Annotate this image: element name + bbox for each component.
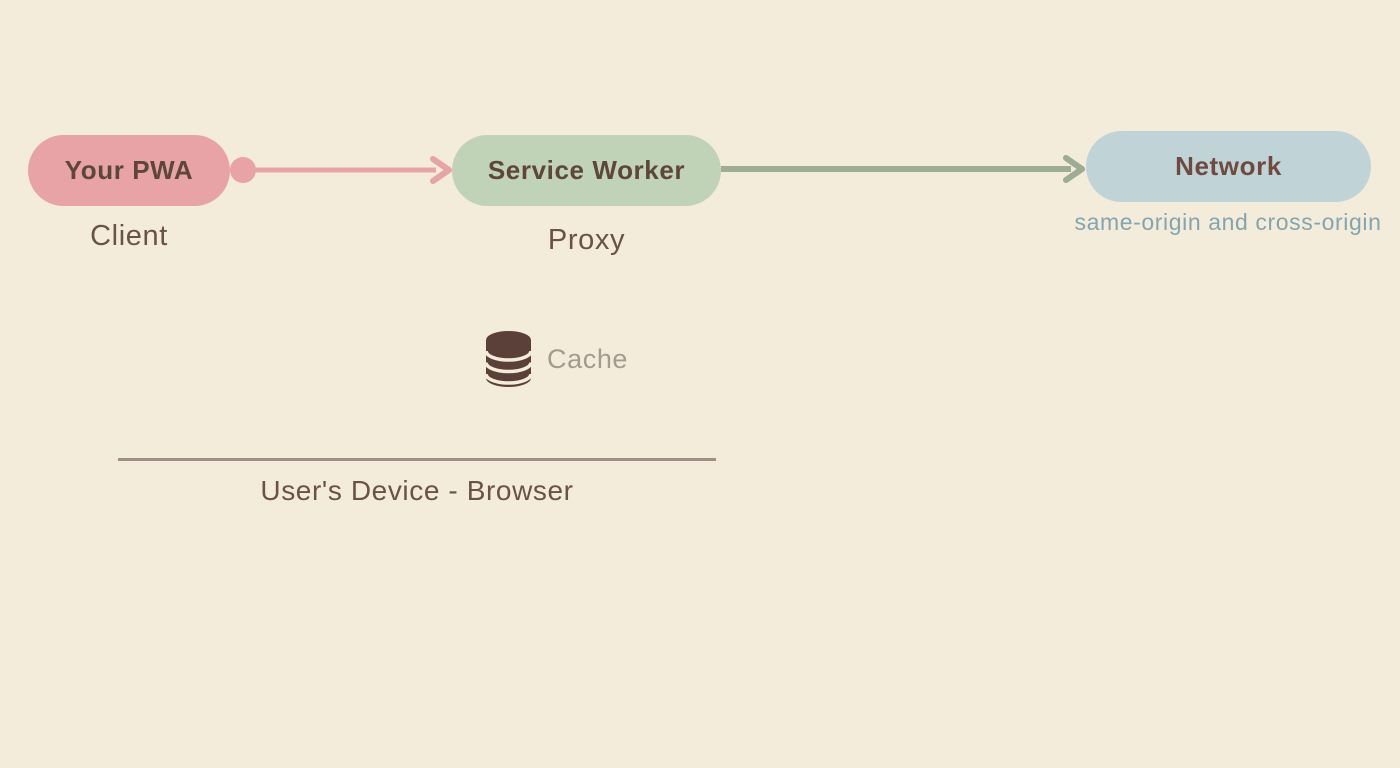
label-users-device-browser: User's Device - Browser: [260, 475, 574, 506]
cache-group: Cache: [485, 330, 628, 388]
arrow-start-dot: [230, 157, 256, 183]
node-service-worker: Service Worker: [452, 135, 721, 206]
arrow-service-worker-to-network: [721, 155, 1085, 183]
node-network-label: Network: [1175, 151, 1282, 181]
node-your-pwa: Your PWA: [28, 135, 230, 206]
database-separator: [485, 362, 532, 374]
node-network: Network: [1086, 131, 1371, 202]
node-your-pwa-label: Your PWA: [64, 155, 194, 185]
label-client: Client: [90, 220, 168, 252]
label-cache: Cache: [547, 343, 629, 374]
node-service-worker-label: Service Worker: [487, 155, 686, 185]
arrowhead-icon: [1063, 155, 1085, 183]
device-boundary-line: [118, 458, 716, 461]
database-separator: [485, 373, 532, 385]
database-icon: [485, 331, 532, 387]
arrowhead-icon: [430, 156, 452, 184]
arrow-pwa-to-service-worker: [230, 156, 452, 184]
label-same-origin-cross-origin: same-origin and cross-origin: [1074, 209, 1382, 235]
label-proxy: Proxy: [547, 224, 626, 256]
database-separator: [485, 350, 532, 362]
